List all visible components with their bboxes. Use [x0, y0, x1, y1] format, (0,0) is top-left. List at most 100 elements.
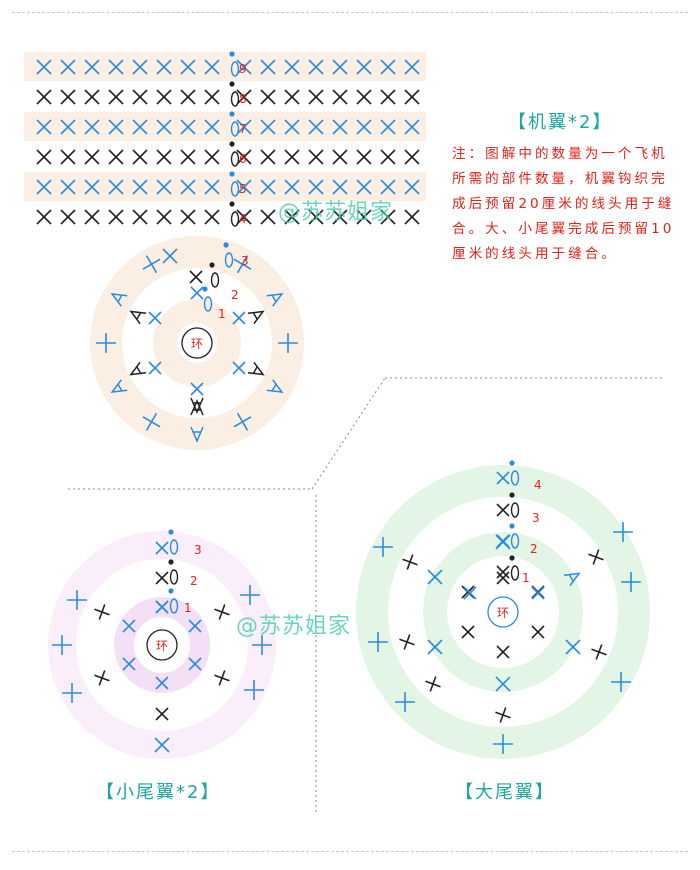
sc-stitch-mark	[36, 89, 52, 105]
sc-stitch-mark	[188, 619, 202, 633]
chain-stitch-mark	[202, 286, 213, 312]
sc-stitch-mark	[260, 89, 276, 105]
bottom-divider	[12, 851, 688, 852]
ring-marker	[487, 596, 519, 628]
sc-stitch-mark	[155, 676, 169, 690]
sc-stitch-mark	[380, 89, 396, 105]
sc-stitch-mark	[233, 412, 252, 431]
chain-stitch-mark	[229, 81, 240, 107]
chain-stitch-mark	[509, 523, 520, 549]
chain-stitch-mark	[168, 588, 179, 614]
wing-note: 注：图解中的数量为一个飞机所需的部件数量，机翼钩织完成后预留20厘米的线头用于缝…	[452, 146, 675, 262]
wing-circle-stitches: 321	[96, 242, 298, 443]
sc-stitch-mark	[180, 119, 196, 135]
sc-stitch-mark	[308, 119, 324, 135]
sc-stitch-mark	[332, 59, 348, 75]
round-label: 6	[239, 152, 247, 166]
inc-stitch-mark	[190, 399, 204, 416]
sc-stitch-mark	[308, 209, 324, 225]
sc-stitch-mark	[96, 333, 116, 353]
sc-stitch-mark	[204, 119, 220, 135]
wing-circle: 环	[90, 236, 304, 450]
sc-stitch-mark	[404, 209, 420, 225]
sc-stitch-mark	[240, 585, 260, 605]
sc-stitch-mark	[132, 119, 148, 135]
sc-stitch-mark	[233, 255, 252, 274]
sc-stitch-mark	[496, 471, 510, 485]
sc-stitch-mark	[236, 179, 252, 195]
round-label: 3	[241, 254, 249, 268]
sc-stitch-mark	[236, 209, 252, 225]
sc-stitch-mark	[84, 119, 100, 135]
sc-stitch-mark	[236, 119, 252, 135]
chain-stitch-mark	[229, 111, 240, 137]
sc-stitch-mark	[284, 149, 300, 165]
sc-stitch-mark	[60, 179, 76, 195]
sc-stitch-mark	[108, 179, 124, 195]
sc-stitch-mark	[214, 670, 230, 686]
sc-stitch-mark	[132, 89, 148, 105]
sc-stitch-mark	[156, 179, 172, 195]
sc-stitch-mark	[495, 707, 511, 723]
sc-stitch-mark	[156, 59, 172, 75]
chain-stitch-mark	[509, 555, 520, 581]
inc-stitch-mark	[247, 310, 265, 325]
sc-stitch-mark	[356, 119, 372, 135]
sc-stitch-mark	[84, 59, 100, 75]
sc-stitch-mark	[156, 209, 172, 225]
sc-stitch-mark	[611, 672, 631, 692]
sc-stitch-mark	[284, 89, 300, 105]
sc-stitch-mark	[380, 179, 396, 195]
sc-stitch-mark	[108, 209, 124, 225]
sc-stitch-mark	[94, 670, 110, 686]
sc-stitch-mark	[214, 604, 230, 620]
inc-stitch-mark	[266, 293, 284, 307]
ring-label: 环	[156, 639, 168, 653]
sc-stitch-mark	[380, 149, 396, 165]
sc-stitch-mark	[260, 209, 276, 225]
sc-stitch-mark	[332, 149, 348, 165]
round-label: 4	[239, 212, 247, 226]
sc-stitch-mark	[308, 59, 324, 75]
round-label: 3	[532, 511, 540, 525]
sc-stitch-mark	[60, 209, 76, 225]
sc-stitch-mark	[260, 149, 276, 165]
inc-stitch-mark	[110, 293, 128, 307]
inc-stitch-mark	[190, 397, 204, 414]
sc-stitch-mark	[232, 311, 246, 325]
sc-stitch-mark	[356, 209, 372, 225]
sc-stitch-mark	[493, 734, 513, 754]
big-tail-title: 【大尾翼】	[455, 782, 555, 803]
sc-stitch-mark	[236, 89, 252, 105]
round-label: 1	[184, 601, 192, 615]
sc-stitch-mark	[108, 59, 124, 75]
round-label: 5	[239, 182, 247, 196]
sc-stitch-mark	[67, 590, 87, 610]
wing-rows	[36, 51, 420, 227]
inc-stitch-mark	[129, 310, 147, 325]
sc-stitch-mark	[132, 179, 148, 195]
sc-stitch-mark	[308, 149, 324, 165]
chain-stitch-mark	[229, 141, 240, 167]
sc-stitch-mark	[496, 565, 510, 579]
sc-stitch-mark	[399, 634, 415, 650]
sc-stitch-mark	[156, 149, 172, 165]
sc-stitch-mark	[60, 59, 76, 75]
sc-stitch-mark	[380, 209, 396, 225]
sc-stitch-mark	[190, 286, 204, 300]
watermark: @苏苏姐家	[278, 200, 394, 225]
sc-stitch-mark	[122, 657, 136, 671]
sc-stitch-mark	[94, 604, 110, 620]
watermark: @苏苏姐家	[236, 614, 352, 639]
sc-stitch-mark	[132, 209, 148, 225]
sc-stitch-mark	[380, 119, 396, 135]
sc-stitch-mark	[252, 635, 272, 655]
sc-stitch-mark	[84, 89, 100, 105]
sc-stitch-mark	[368, 632, 388, 652]
sc-stitch-mark	[332, 89, 348, 105]
section-dividers	[68, 377, 662, 812]
sc-stitch-mark	[402, 554, 418, 570]
